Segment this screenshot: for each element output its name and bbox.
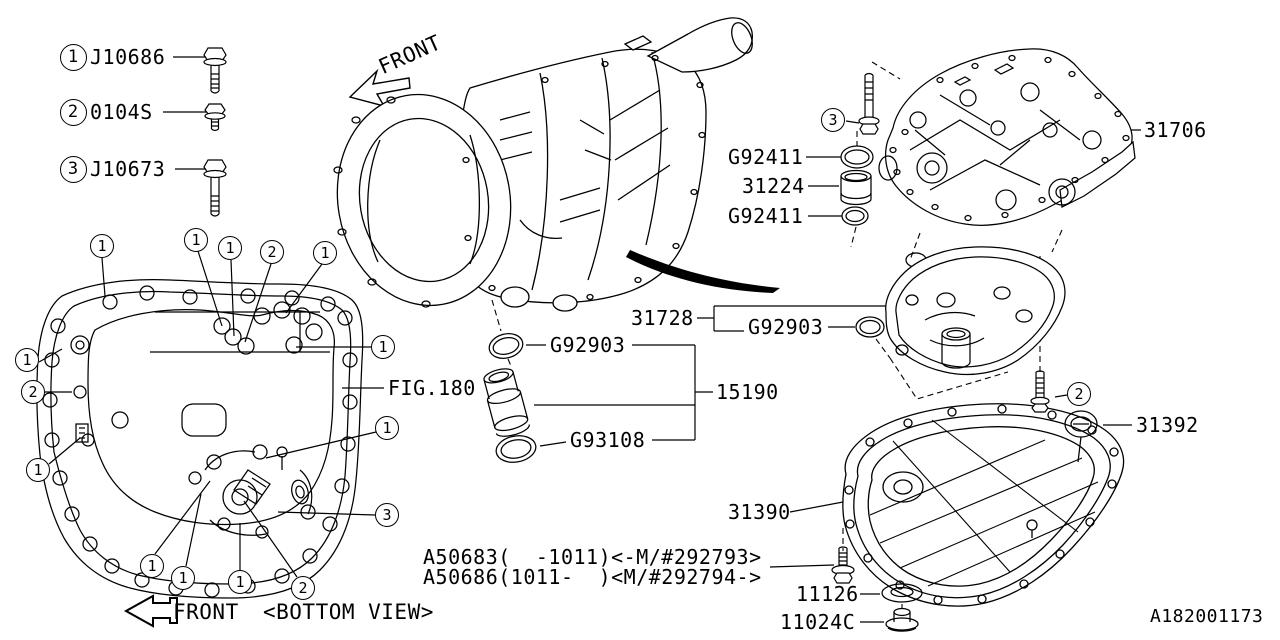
legend-code-j10673: J10673 — [90, 157, 166, 181]
legend-bolt-icons — [203, 47, 227, 217]
oring-g93108-icon — [495, 435, 537, 463]
pan-bolt-icon — [1030, 370, 1050, 413]
transmission-drawing — [333, 17, 754, 312]
part-label-g92903-pipe: G92903 — [550, 333, 626, 357]
valve-bolt-icon — [858, 72, 880, 135]
oring-g92903-pipe-icon — [488, 333, 524, 359]
legend-code-0104s: 0104S — [90, 100, 153, 124]
callout-fig180-5: 1 — [15, 348, 39, 372]
diagram-id: A182001173 — [1150, 606, 1264, 627]
accumulator-31224-icon — [840, 169, 872, 206]
callout-fig180-4: 1 — [313, 241, 337, 265]
bell-housing — [336, 93, 512, 307]
legend-callout-1: 1 — [59, 43, 87, 71]
applicability-note-line2: A50686(1011- )<M/#292794-> — [423, 565, 762, 589]
case-left-details — [70, 335, 129, 447]
callout-fig180-12: 1 — [228, 570, 252, 594]
oil-strainer-drawing — [885, 246, 1066, 376]
pan-seal-31392-icon — [1064, 410, 1098, 463]
bolt-j10673-icon — [203, 159, 227, 217]
callout-fig180-13: 2 — [291, 576, 315, 600]
pipe-15190-icon — [483, 368, 530, 437]
accumulator-stack-icons — [840, 145, 874, 226]
front-label-bottom: FRONT — [173, 600, 239, 624]
part-label-31728: 31728 — [631, 306, 694, 330]
bolt-0104s-icon — [204, 103, 226, 132]
callout-fig180-9: 1 — [375, 416, 399, 440]
pan-rim-holes — [844, 404, 1119, 605]
legend-code-j10686: J10686 — [90, 45, 166, 69]
legend-callout-2: 2 — [59, 98, 87, 126]
callout-valve-bolt: 3 — [821, 108, 845, 132]
part-label-31392: 31392 — [1136, 413, 1199, 437]
part-label-31224: 31224 — [742, 174, 805, 198]
case-inner-bolt-cluster — [213, 301, 323, 355]
callout-fig180-11: 1 — [171, 566, 195, 590]
bolt-dots — [333, 54, 706, 308]
callout-fig180-2: 1 — [218, 236, 242, 260]
valve-body-drawing — [878, 48, 1136, 226]
legend-callout-3: 3 — [59, 155, 87, 183]
callout-fig180-7: 1 — [371, 335, 395, 359]
applicability-note-line1: A50683( -1011)<-M/#292793> — [423, 545, 762, 569]
case-bottom-view-drawing — [36, 278, 364, 599]
callout-fig180-3: 2 — [260, 240, 284, 264]
callout-fig180-6: 2 — [21, 380, 45, 404]
part-label-15190: 15190 — [716, 380, 779, 404]
pan-mount-bolt-icon — [831, 546, 855, 584]
drain-plug-11024c-icon — [885, 607, 919, 632]
part-label-11126: 11126 — [796, 582, 859, 606]
part-label-g92411-upper: G92411 — [728, 145, 804, 169]
swoosh-pointer — [626, 250, 780, 293]
bottom-view-label: <BOTTOM VIEW> — [263, 600, 434, 624]
part-label-31390: 31390 — [728, 500, 791, 524]
pipe-assembly-icons — [483, 333, 537, 463]
figure-ref-label: FIG.180 — [388, 376, 476, 400]
part-label-g93108: G93108 — [570, 428, 646, 452]
callout-fig180-8: 1 — [26, 458, 50, 482]
valve-bolt-dots — [889, 54, 1130, 222]
callout-fig180-1: 1 — [184, 228, 208, 252]
part-label-g92411-lower: G92411 — [728, 204, 804, 228]
part-label-g92903-strainer: G92903 — [748, 315, 824, 339]
callout-fig180-14: 3 — [375, 503, 399, 527]
bolt-j10686-icon — [203, 47, 227, 94]
leader-lines — [38, 56, 1141, 623]
callout-fig180-10: 1 — [140, 554, 164, 578]
strainer-spout — [941, 327, 971, 369]
callout-fig180-0: 1 — [90, 234, 114, 258]
case-actuator-mechanism — [188, 444, 316, 539]
oring-g92903-strainer-icon — [855, 316, 885, 338]
front-arrow-bottom-icon — [123, 594, 178, 628]
oil-pan-drawing — [842, 403, 1125, 607]
drain-gasket-11126-icon — [881, 583, 923, 603]
case-rim-holes — [42, 285, 358, 598]
part-label-31706: 31706 — [1144, 118, 1207, 142]
callout-pan-bolt: 2 — [1067, 382, 1091, 406]
part-label-11024c: 11024C — [780, 610, 856, 634]
oring-g92411-lower-icon — [841, 206, 869, 226]
oring-g92411-upper-icon — [840, 145, 874, 169]
